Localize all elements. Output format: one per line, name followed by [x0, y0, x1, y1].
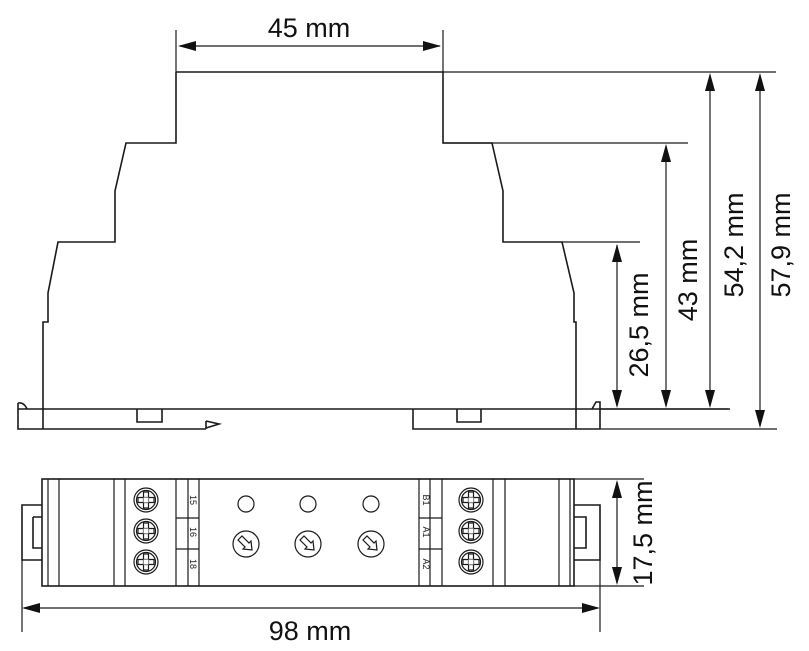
screw-icon	[458, 549, 484, 575]
din-rail-base	[17, 401, 730, 430]
terminal-label-a1: A1	[421, 526, 431, 537]
screw-icon	[133, 487, 159, 513]
potentiometer-arrow-icon	[357, 530, 385, 558]
potentiometer-arrow-icon	[232, 530, 260, 558]
screw-icon	[133, 518, 159, 544]
led-indicator-icon	[362, 495, 380, 513]
dim-height-26-5: 26,5 mm	[624, 272, 654, 377]
dim-height-54-2: 54,2 mm	[719, 192, 749, 297]
screw-icon	[458, 487, 484, 513]
terminal-label-a2: A2	[421, 558, 431, 569]
terminal-label-15: 15	[188, 495, 198, 505]
dim-width-45: 45 mm	[268, 13, 351, 43]
dim-width-17-5: 17,5 mm	[628, 480, 658, 585]
top-view-body	[41, 478, 575, 587]
terminal-label-18: 18	[188, 559, 198, 569]
dim-length-98: 98 mm	[269, 616, 352, 646]
side-view: 45 mm 26,5 mm 43 mm 54,2 mm 57,9 mm	[17, 13, 796, 430]
right-screw-terminals	[458, 487, 484, 575]
terminal-label-16: 16	[188, 527, 198, 537]
left-screw-terminals	[133, 487, 159, 575]
top-view: 15 16 18 B1 A1 A2 98 mm 17,5 mm	[21, 478, 658, 646]
screw-icon	[458, 518, 484, 544]
potentiometer-arrow-icon	[294, 530, 322, 558]
led-indicator-icon	[237, 495, 255, 513]
side-view-outline	[42, 71, 577, 429]
screw-icon	[133, 549, 159, 575]
terminal-label-b1: B1	[421, 494, 431, 505]
dim-height-57-9: 57,9 mm	[766, 192, 796, 297]
dim-height-43: 43 mm	[673, 239, 703, 322]
led-indicator-icon	[299, 495, 317, 513]
